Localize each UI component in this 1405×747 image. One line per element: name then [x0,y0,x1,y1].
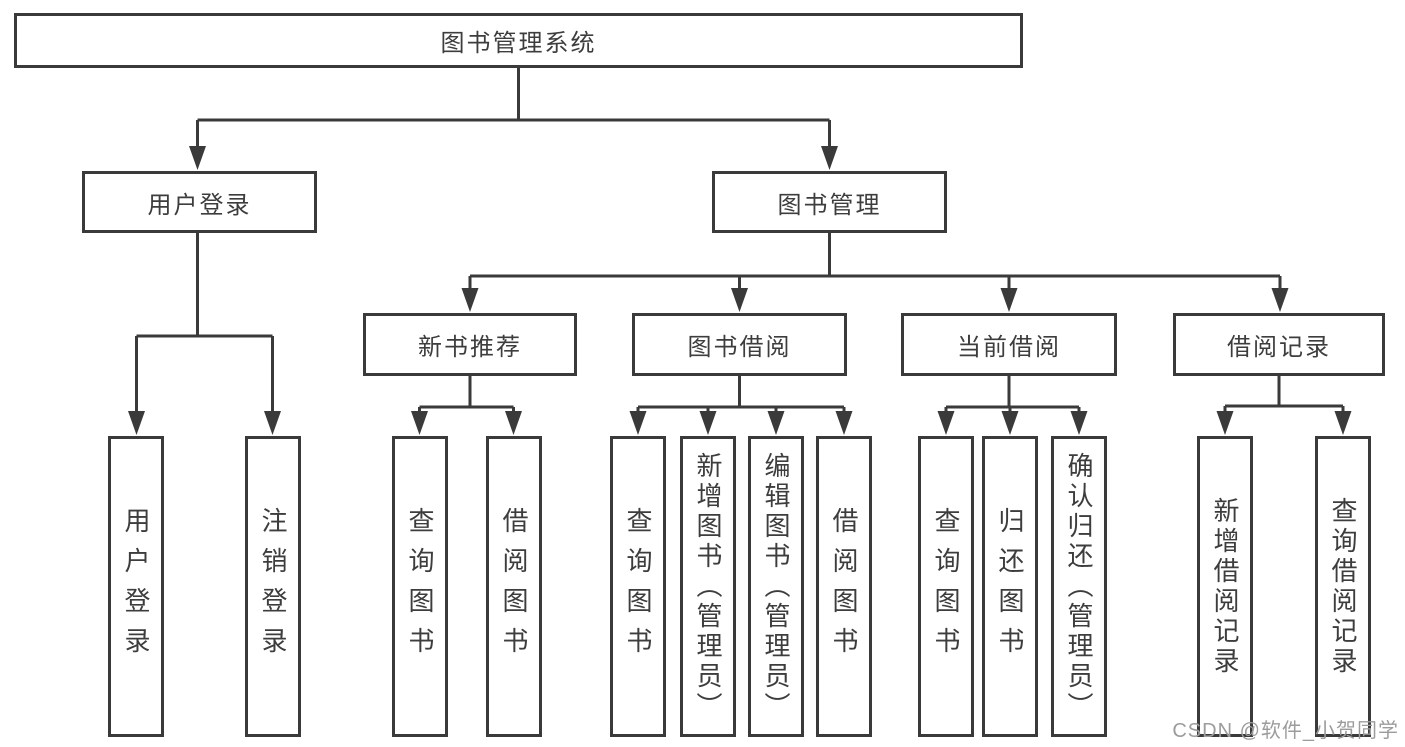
node-current-borrow: 当前借阅 [901,313,1117,376]
arrowhead [629,411,647,435]
connector-user-login-branch [135,233,274,412]
node-label: 新增图书（管理员） [693,451,723,722]
connector-borrow-record-branch [1223,376,1345,412]
leaf-query-books-2: 查询图书 [610,436,666,737]
arrowhead [937,411,955,435]
leaf-add-borrow-record: 新增借阅记录 [1197,436,1253,737]
node-label: 图书管理 [777,191,882,219]
leaf-borrow-books-2: 借阅图书 [816,436,872,737]
leaf-query-books-1: 查询图书 [392,436,448,737]
arrowhead [1000,288,1018,312]
node-label: 借阅图书 [829,506,859,667]
node-label: 新书推荐 [418,334,522,361]
node-user-login: 用户登录 [82,171,317,233]
arrowhead [189,146,206,170]
arrowhead [1334,411,1352,435]
node-label: 图书借阅 [687,334,792,361]
arrowhead [731,288,748,312]
connector-root-branch [196,68,831,147]
arrowhead [264,411,281,435]
connector-book-mgmt-branch [468,233,1282,289]
watermark-text: CSDN @软件_小贺同学 [1172,720,1399,742]
leaf-logout: 注销登录 [245,436,301,737]
node-label: 查询图书 [405,506,435,667]
leaf-borrow-books-1: 借阅图书 [486,436,542,737]
leaf-edit-books-admin: 编辑图书（管理员） [748,436,804,737]
leaf-query-books-3: 查询图书 [918,436,974,737]
node-book-management: 图书管理 [712,171,947,233]
node-label: 注销登录 [258,506,288,667]
leaf-return-books: 归还图书 [982,436,1038,737]
node-label: 当前借阅 [957,334,1061,361]
node-label: 用户登录 [121,506,151,667]
arrowhead [1216,411,1234,435]
arrowhead [128,411,145,435]
node-label: 用户登录 [147,191,252,219]
node-label: 图书管理系统 [440,30,597,57]
arrowhead [1001,411,1019,435]
leaf-add-books-admin: 新增图书（管理员） [680,436,736,737]
node-book-borrow: 图书借阅 [632,313,847,376]
arrowhead [411,411,428,435]
arrowhead [699,411,717,435]
node-root: 图书管理系统 [14,13,1023,68]
arrowhead [767,411,785,435]
arrowhead [1271,288,1289,312]
node-label: 借阅记录 [1227,334,1331,361]
arrowhead [461,288,479,312]
node-label: 归还图书 [995,506,1025,667]
connector-current-borrow-branch [944,376,1081,412]
node-borrow-record: 借阅记录 [1173,313,1385,376]
arrowhead [1070,411,1088,435]
arrowhead [835,411,853,435]
leaf-confirm-return-admin: 确认归还（管理员） [1051,436,1107,737]
node-label: 新增借阅记录 [1210,496,1240,677]
connector-book-borrow-branch [636,376,846,412]
node-label: 查询图书 [931,506,961,667]
node-label: 编辑图书（管理员） [761,451,791,722]
leaf-user-login: 用户登录 [108,436,164,737]
node-new-book-recommend: 新书推荐 [363,313,577,376]
node-label: 查询图书 [623,506,653,667]
node-label: 确认归还（管理员） [1064,451,1094,722]
leaf-query-borrow-record: 查询借阅记录 [1315,436,1371,737]
arrowhead [505,411,522,435]
connector-new-book-branch [418,376,515,412]
arrowhead [821,146,838,170]
node-label: 查询借阅记录 [1328,496,1358,677]
node-label: 借阅图书 [499,506,529,667]
